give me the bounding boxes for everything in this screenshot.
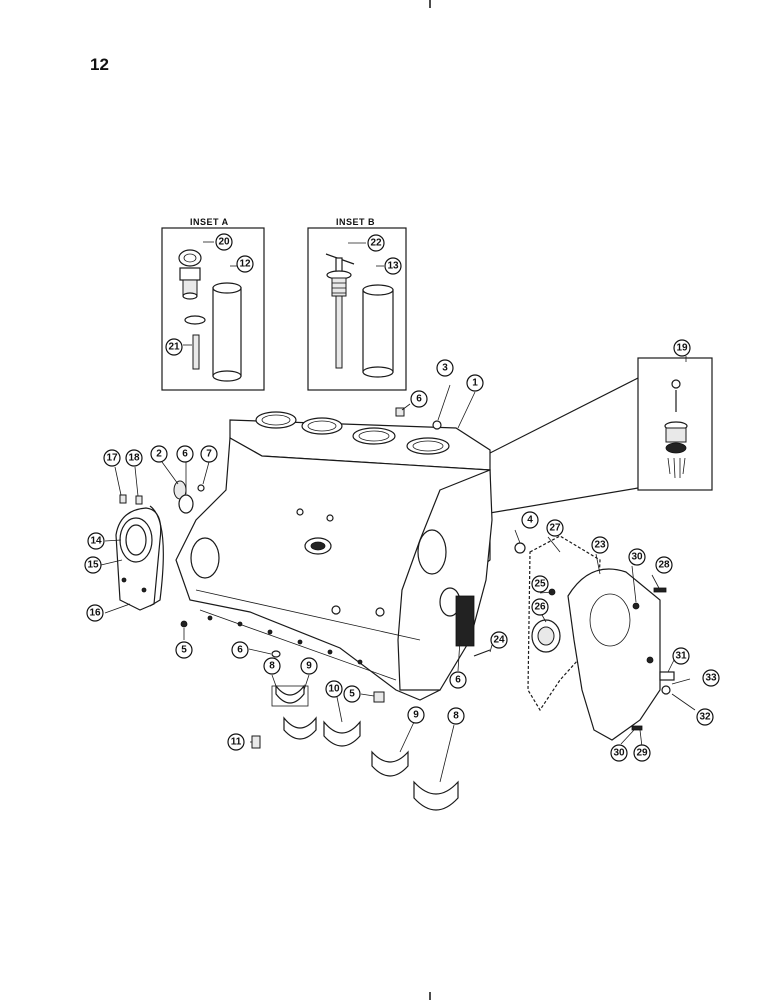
callout-15-label: 15: [87, 560, 99, 571]
callout-21: 21: [165, 338, 183, 356]
callout-28-label: 28: [658, 560, 670, 571]
inset-b-frame: [307, 227, 407, 391]
inset-a: INSET A: [161, 217, 265, 391]
callout-24: 24: [490, 631, 508, 649]
callout-6-mid: 6: [231, 641, 249, 659]
inset-19-frame: [637, 357, 713, 491]
callout-16: 16: [86, 604, 104, 622]
callout-27: 27: [546, 519, 564, 537]
callout-27-label: 27: [549, 523, 561, 534]
callout-1: 1: [466, 374, 484, 392]
callout-33-label: 33: [705, 673, 717, 684]
leader-lines: [100, 384, 696, 783]
callout-17: 17: [103, 449, 121, 467]
callout-5-left: 5: [175, 641, 193, 659]
callout-1-label: 1: [472, 378, 478, 389]
callout-22: 22: [367, 234, 385, 252]
callout-20: 20: [215, 233, 233, 251]
callout-25: 25: [531, 575, 549, 593]
callout-23: 23: [591, 536, 609, 554]
callout-20-label: 20: [218, 237, 230, 248]
callout-30-bottom: 30: [610, 744, 628, 762]
callout-19: 19: [673, 339, 691, 357]
callout-4-label: 4: [527, 515, 533, 526]
callout-5-left-label: 5: [181, 645, 187, 656]
callout-6-front-label: 6: [455, 675, 461, 686]
callout-8-top-label: 8: [269, 661, 275, 672]
callout-10-label: 10: [328, 684, 340, 695]
callout-7-label: 7: [206, 449, 212, 460]
callout-17-label: 17: [106, 453, 118, 464]
callout-15: 15: [84, 556, 102, 574]
callout-8-bottom: 8: [447, 707, 465, 725]
engine-block: [175, 407, 493, 701]
inset-b-title: INSET B: [336, 217, 375, 227]
inset-a-frame: [161, 227, 265, 391]
callout-7: 7: [200, 445, 218, 463]
callout-21-label: 21: [168, 342, 180, 353]
callout-25-label: 25: [534, 579, 546, 590]
callout-32-label: 32: [699, 712, 711, 723]
callout-9-top-label: 9: [306, 661, 312, 672]
callout-29-label: 29: [636, 748, 648, 759]
callout-3: 3: [436, 359, 454, 377]
callout-6-mid-label: 6: [237, 645, 243, 656]
callout-18-label: 18: [128, 453, 140, 464]
callout-14: 14: [87, 532, 105, 550]
callout-30-top-label: 30: [631, 552, 643, 563]
callout-10: 10: [325, 680, 343, 698]
callout-16-label: 16: [89, 608, 101, 619]
callout-3-label: 3: [442, 363, 448, 374]
callout-30-bottom-label: 30: [613, 748, 625, 759]
callout-5-bearing: 5: [343, 685, 361, 703]
callout-2-label: 2: [156, 449, 162, 460]
callout-28: 28: [655, 556, 673, 574]
callout-12: 12: [236, 255, 254, 273]
callout-33: 33: [702, 669, 720, 687]
main-bearings: [180, 620, 459, 811]
callout-6-rear-label: 6: [182, 449, 188, 460]
callout-14-label: 14: [90, 536, 102, 547]
rear-seal-retainer: [115, 480, 205, 611]
callout-9-top: 9: [300, 657, 318, 675]
callout-9-bottom-label: 9: [413, 710, 419, 721]
callout-2: 2: [150, 445, 168, 463]
callout-31-label: 31: [675, 651, 687, 662]
callout-24-label: 24: [493, 635, 505, 646]
callout-6-rear: 6: [176, 445, 194, 463]
callout-5-bearing-label: 5: [349, 689, 355, 700]
page-number: 12: [90, 55, 109, 74]
callout-6-top-label: 6: [416, 394, 422, 405]
callout-19-label: 19: [676, 343, 688, 354]
callout-22-label: 22: [370, 238, 382, 249]
callout-23-label: 23: [594, 540, 606, 551]
callout-12-label: 12: [239, 259, 251, 270]
callout-29: 29: [633, 744, 651, 762]
callout-31: 31: [672, 647, 690, 665]
callout-26-label: 26: [534, 602, 546, 613]
callout-6-front: 6: [449, 671, 467, 689]
callout-6-top: 6: [410, 390, 428, 408]
timing-cover: [473, 535, 675, 741]
callout-13-label: 13: [387, 261, 399, 272]
callout-13: 13: [384, 257, 402, 275]
callout-32: 32: [696, 708, 714, 726]
inset-b: INSET B: [307, 217, 407, 391]
callout-4: 4: [521, 511, 539, 529]
callout-8-top: 8: [263, 657, 281, 675]
callout-30-top: 30: [628, 548, 646, 566]
callout-8-bottom-label: 8: [453, 711, 459, 722]
callout-9-bottom: 9: [407, 706, 425, 724]
callout-26: 26: [531, 598, 549, 616]
callout-11: 11: [227, 733, 245, 751]
callout-18: 18: [125, 449, 143, 467]
inset-a-title: INSET A: [190, 217, 229, 227]
callout-11-label: 11: [231, 737, 242, 748]
